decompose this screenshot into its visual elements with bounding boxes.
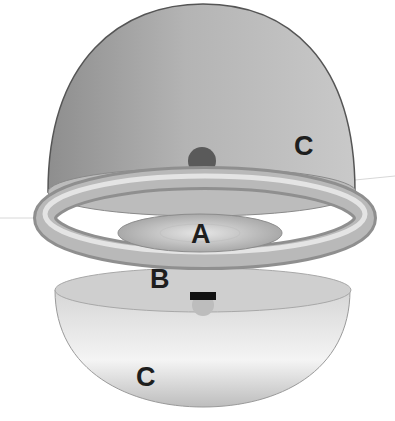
torus-ring	[45, 178, 365, 258]
central-disc	[118, 214, 282, 252]
upper-hemisphere	[48, 4, 355, 192]
part-label: C	[294, 133, 314, 160]
guide-line	[355, 176, 395, 180]
torus-highlight	[45, 176, 365, 252]
part-label: B	[150, 266, 170, 293]
part-label: C	[136, 364, 156, 391]
part-label: A	[191, 221, 211, 248]
lower-hemisphere	[55, 290, 350, 407]
torus-ring-body	[45, 178, 365, 258]
lower-mark	[190, 292, 216, 300]
